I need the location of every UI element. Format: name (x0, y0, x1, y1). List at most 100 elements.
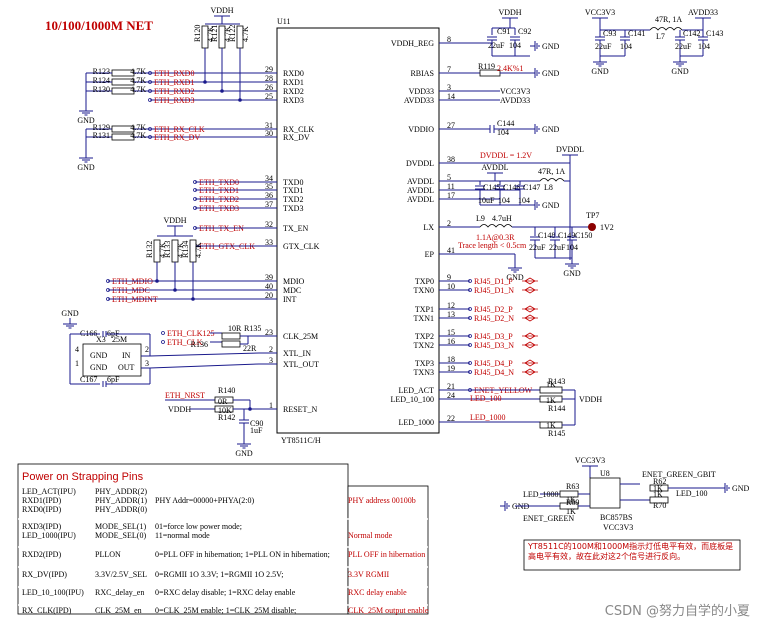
cap-value: 104 (698, 42, 710, 51)
chip-pin-right: RBIAS (410, 69, 434, 78)
chip-pin-right: LX (423, 223, 434, 232)
chip-pin-left: INT (283, 295, 296, 304)
cap-ref: C142 (683, 29, 700, 38)
strap-note: 3.3V RGMII (348, 570, 390, 579)
cap-ref: C146 (503, 183, 520, 192)
resistor-value: 4.7K (241, 26, 250, 42)
cap-value: 104 (620, 42, 632, 51)
chip-pin-number: 28 (265, 74, 273, 83)
resistor-value: 4.7K (130, 76, 146, 85)
chip-pin-right: TXP3 (415, 359, 434, 368)
chip-pin-number: 35 (265, 182, 273, 191)
resistor-ref: R134 (181, 241, 190, 258)
chip-pin-left: GTX_CLK (283, 242, 320, 251)
chip-pin-number: 41 (447, 246, 455, 255)
strap-func: MODE_SEL(1) (95, 522, 146, 531)
resistor-ref: R135 (244, 324, 261, 333)
chip-pin-number: 7 (447, 65, 451, 74)
rx-ctrl-net-label: ETH_RX_DV (154, 133, 200, 142)
testpoint-value: 1V2 (600, 223, 614, 232)
wire (149, 363, 260, 369)
resistor-ref: R119 (478, 62, 495, 71)
gnd-label: GND (671, 67, 689, 76)
chip-pin-number: 23 (265, 328, 273, 337)
rx-net-label: ETH_RXD1 (154, 78, 194, 87)
chip-pin-right: AVDDL (407, 177, 434, 186)
chip-u11 (276, 27, 440, 434)
resistor-ref: R123 (93, 67, 110, 76)
gnd-label: GND (563, 269, 581, 278)
chip-pin-number: 31 (265, 121, 273, 130)
net-port (148, 127, 152, 131)
chip-pin-left: TXD1 (283, 186, 303, 195)
chip-pin-number: 3 (269, 356, 273, 365)
power-label: AVDD33 (688, 8, 718, 17)
rj45-net-label: RJ45_D2_N (474, 314, 514, 323)
strap-func: RXC_delay_en (95, 588, 144, 597)
resistor-ref: R122 (228, 25, 237, 42)
rx-net-label: ETH_RXD0 (154, 69, 194, 78)
strap-desc: 0=PLL OFF in hibernation; 1=PLL ON in hi… (155, 550, 330, 559)
chip-pin-right: VDDH_REG (391, 39, 434, 48)
resistor-value: 2.4K%1 (497, 64, 523, 73)
resistor-ref: R63 (566, 482, 579, 491)
clk125-net-label: ETH_CLK125 (167, 329, 215, 338)
resistor-ref: R121 (210, 25, 219, 42)
cap-value: 104 (509, 41, 521, 50)
crystal-x3 (82, 343, 142, 377)
resistor-ref: R131 (93, 131, 110, 140)
net-port (161, 340, 165, 344)
chip-pin-number: 22 (447, 414, 455, 423)
crystal-pin: OUT (118, 363, 135, 372)
resistor-value: 10R (228, 324, 242, 333)
strap-desc: 0=CLK_25M enable; 1=CLK_25M disable; (155, 606, 296, 615)
chip-pin-left: XTL_IN (283, 349, 311, 358)
cap-ref: C141 (628, 29, 645, 38)
gnd-label: GND (77, 163, 95, 172)
strap-desc: 11=normal mode (155, 531, 210, 540)
cn-note-box (523, 539, 741, 571)
rj45-net-label: RJ45_D1_N (474, 286, 514, 295)
chip-pin-number: 37 (265, 200, 273, 209)
chip-pin-right: AVDDL (407, 186, 434, 195)
chip-pin-right: EP (425, 250, 435, 259)
cap-value: 6pF (107, 375, 120, 384)
power-label: VDDH (498, 8, 521, 17)
rj45-net-label: RJ45_D3_P (474, 332, 513, 341)
strap-func: PHY_ADDR(1) (95, 496, 147, 505)
chip-pin-number: 33 (265, 238, 273, 247)
chip-pin-number: 29 (265, 65, 273, 74)
chip-pin-number: 10 (447, 282, 455, 291)
cap-value: 22uF (675, 42, 692, 51)
chip-pin-number: 2 (269, 345, 273, 354)
crystal-ref: X3 (96, 335, 106, 344)
gnd-label: GND (732, 484, 750, 493)
resistor-value: 22R (243, 344, 257, 353)
chip-part: YT8511C/H (281, 436, 321, 445)
cap-value: 104 (566, 243, 578, 252)
transistor-ref: U8 (600, 469, 610, 478)
esd-marker (522, 368, 538, 376)
chip-pin-number: 16 (447, 337, 455, 346)
resistor-ref: R140 (218, 386, 235, 395)
chip-pin-number: 18 (447, 355, 455, 364)
strap-desc: 0=RXC delay disable; 1=RXC delay enable (155, 588, 296, 597)
strap-pin: RX_DV(IPD) (22, 570, 67, 579)
net-port (161, 331, 165, 335)
cap-value: 22uF (488, 41, 505, 50)
pin-num: 2 (145, 345, 149, 354)
chip-pin-right: LED_10_100 (390, 395, 434, 404)
strap-func: PLLON (95, 550, 121, 559)
chip-pin-number: 27 (447, 121, 455, 130)
resistor-value: 4.7K (176, 242, 185, 258)
cap-value: 104 (498, 196, 510, 205)
gnd-label: GND (77, 116, 95, 125)
inductor-l8 (539, 178, 565, 182)
cap-ref: C149 (558, 231, 575, 240)
pin-num: 1 (75, 359, 79, 368)
inductor-value: 47R, 1A (538, 167, 565, 176)
chip-pin-number: 13 (447, 310, 455, 319)
chip-pin-number: 12 (447, 301, 455, 310)
